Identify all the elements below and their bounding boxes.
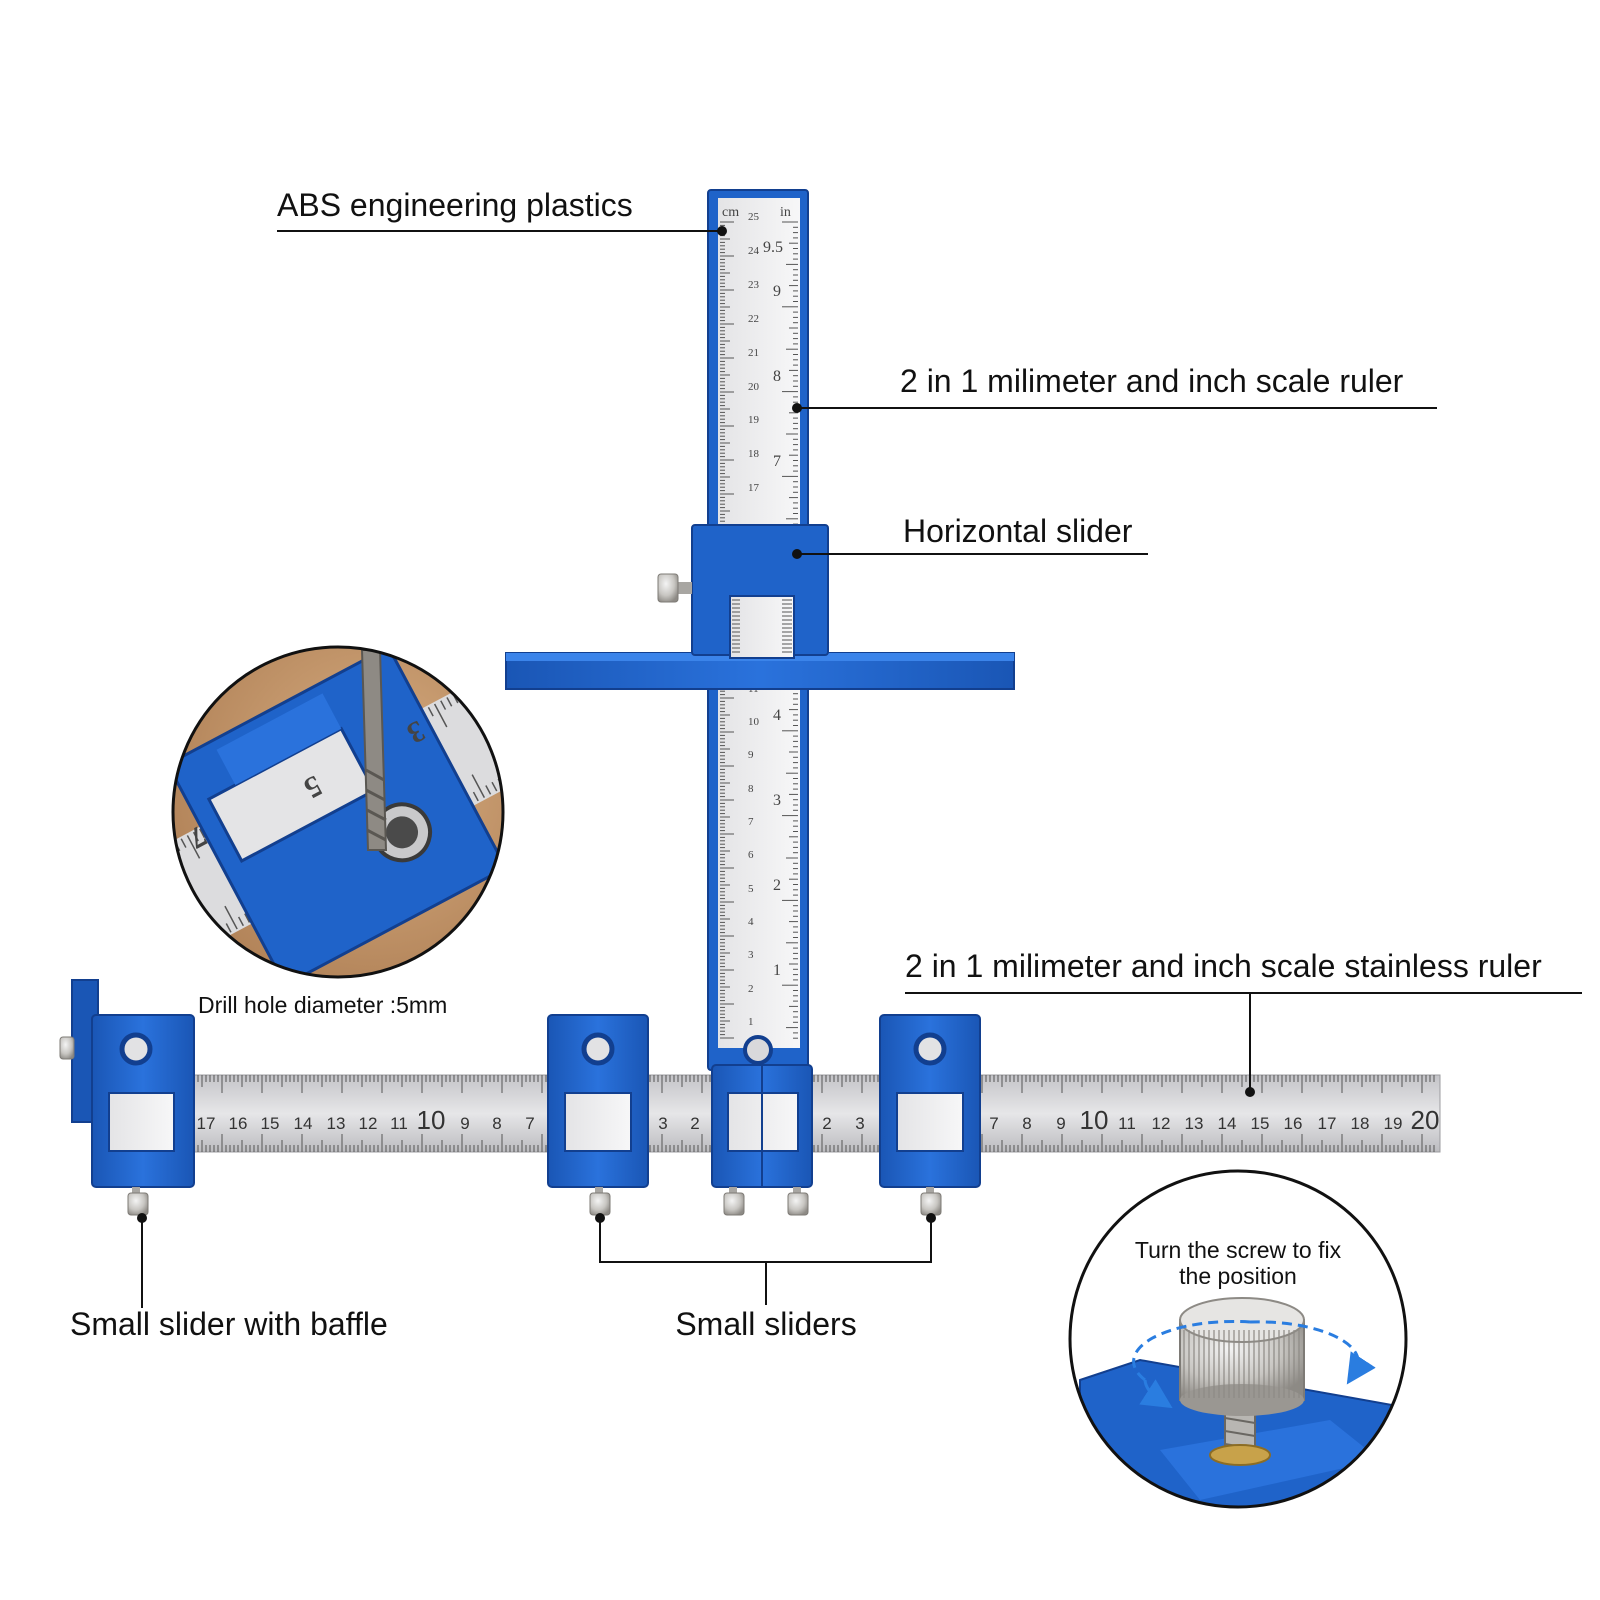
ruler-cm-label: 24 <box>748 245 760 257</box>
ruler-tick-label: 14 <box>1218 1114 1237 1133</box>
small-slider-left[interactable] <box>547 1014 649 1216</box>
ruler-tick-label: 12 <box>1152 1114 1171 1133</box>
ruler-tick-label: 11 <box>390 1114 408 1133</box>
drill-hole-label: Drill hole diameter :5mm <box>198 992 447 1018</box>
slider-window-ticks <box>732 599 792 653</box>
ruler-cm-label: 18 <box>748 448 760 460</box>
ruler-tick-label: 14 <box>294 1114 313 1133</box>
ruler-inch-label: 8 <box>773 368 781 385</box>
center-screw-right-icon[interactable] <box>787 1187 809 1216</box>
callout-drill-hole: Drill hole diameter :5mm <box>198 992 447 1018</box>
horizontal-slider[interactable] <box>505 524 1015 690</box>
ruler-tick-label: 15 <box>261 1114 280 1133</box>
ruler-tick-label: 13 <box>1185 1114 1204 1133</box>
ruler-tick-label: 19 <box>1384 1114 1403 1133</box>
turn-screw-label-line2: the position <box>1179 1263 1297 1289</box>
ruler-tick-label: 12 <box>359 1114 378 1133</box>
slider-hole-icon <box>119 1032 153 1066</box>
ruler-cm-label: 23 <box>748 279 760 291</box>
ruler-tick-label: 9 <box>1056 1114 1065 1133</box>
center-slider[interactable] <box>711 1064 813 1216</box>
screw-closeup-inset: Turn the screw to fix the position <box>1068 1169 1408 1509</box>
slider-hole-icon <box>581 1032 615 1066</box>
ruler-inch-label: 4 <box>773 707 781 724</box>
rotate-arrow-icon <box>1132 1319 1376 1409</box>
ruler-cm-label: 10 <box>748 716 760 728</box>
ruler-tick-label: 7 <box>989 1114 998 1133</box>
callout-small-slider-baffle: Small slider with baffle <box>70 1213 388 1342</box>
callout-stainless-ruler: 2 in 1 milimeter and inch scale stainles… <box>905 948 1582 1097</box>
thumb-screw-icon <box>1179 1297 1305 1416</box>
ruler-cm-label: 3 <box>748 949 754 961</box>
ruler-tick-label: 10 <box>417 1105 446 1135</box>
ruler-inch-label: 7 <box>773 453 781 470</box>
ruler-tick-label: 9 <box>460 1114 469 1133</box>
callout-vertical-ruler: 2 in 1 milimeter and inch scale ruler <box>792 363 1437 413</box>
vertical-ruler-unit-cm: cm <box>722 205 739 220</box>
ruler-tick-label: 16 <box>1284 1114 1303 1133</box>
ruler-inch-label: 3 <box>773 792 781 809</box>
vertical-ruler-ticks <box>720 221 798 1039</box>
ruler-cm-label: 2 <box>748 983 754 995</box>
ruler-cm-label: 4 <box>748 916 754 928</box>
ruler-inch-label: 9.5 <box>763 239 783 256</box>
small-slider-baffle-label: Small slider with baffle <box>70 1306 388 1342</box>
ruler-inch-label: 9 <box>773 283 781 300</box>
small-slider-with-baffle[interactable] <box>59 979 195 1216</box>
turn-screw-label-line1: Turn the screw to fix <box>1135 1237 1342 1263</box>
ruler-tick-label: 2 <box>822 1114 831 1133</box>
center-screw-left-icon[interactable] <box>723 1187 745 1216</box>
ruler-cm-label: 9 <box>748 749 754 761</box>
baffle-screw-icon[interactable] <box>127 1187 149 1216</box>
ruler-inch-label: 2 <box>773 877 781 894</box>
slider-hole-icon <box>913 1032 947 1066</box>
stainless-ruler-label: 2 in 1 milimeter and inch scale stainles… <box>905 948 1542 984</box>
ruler-hole-icon <box>743 1035 773 1065</box>
horizontal-slider-label: Horizontal slider <box>903 513 1133 549</box>
drill-closeup-inset: 5 3 7 <box>171 645 505 979</box>
ruler-tick-label: 17 <box>1318 1114 1337 1133</box>
slider-screw-icon[interactable] <box>920 1187 942 1216</box>
vertical-ruler-label: 2 in 1 milimeter and inch scale ruler <box>900 363 1404 399</box>
vertical-ruler-unit-in: in <box>780 205 791 220</box>
callout-abs: ABS engineering plastics <box>277 187 727 236</box>
small-slider-right[interactable] <box>879 1014 981 1216</box>
callout-small-sliders: Small sliders <box>595 1213 936 1342</box>
ruler-cm-label: 17 <box>748 482 760 494</box>
ruler-tick-label: 10 <box>1080 1105 1109 1135</box>
ruler-cm-label: 20 <box>748 381 760 393</box>
slider-screw-icon[interactable] <box>657 573 692 603</box>
abs-plastics-label: ABS engineering plastics <box>277 187 633 223</box>
small-sliders-label: Small sliders <box>675 1306 856 1342</box>
ruler-cm-label: 19 <box>748 414 760 426</box>
ruler-tick-label: 11 <box>1118 1114 1136 1133</box>
ruler-tick-label: 16 <box>229 1114 248 1133</box>
ruler-tick-label: 8 <box>1022 1114 1031 1133</box>
ruler-cm-label: 22 <box>748 313 759 325</box>
ruler-tick-label: 18 <box>1351 1114 1370 1133</box>
ruler-inch-label: 1 <box>773 962 781 979</box>
ruler-tick-label: 2 <box>690 1114 699 1133</box>
callout-horizontal-slider: Horizontal slider <box>792 513 1148 559</box>
ruler-tick-label: 13 <box>327 1114 346 1133</box>
ruler-cm-label: 6 <box>748 849 754 861</box>
ruler-tick-label: 17 <box>197 1114 216 1133</box>
ruler-tick-label: 8 <box>492 1114 501 1133</box>
ruler-cm-label: 25 <box>748 211 760 223</box>
ruler-cm-label: 1 <box>748 1016 754 1028</box>
ruler-tick-label: 20 <box>1411 1105 1440 1135</box>
ruler-cm-label: 8 <box>748 783 754 795</box>
ruler-tick-label: 3 <box>855 1114 864 1133</box>
ruler-cm-label: 21 <box>748 347 759 359</box>
ruler-tick-label: 3 <box>658 1114 667 1133</box>
ruler-cm-label: 7 <box>748 816 754 828</box>
ruler-tick-label: 7 <box>525 1114 534 1133</box>
slider-screw-icon[interactable] <box>589 1187 611 1216</box>
ruler-cm-label: 5 <box>748 883 754 895</box>
ruler-tick-label: 15 <box>1251 1114 1270 1133</box>
